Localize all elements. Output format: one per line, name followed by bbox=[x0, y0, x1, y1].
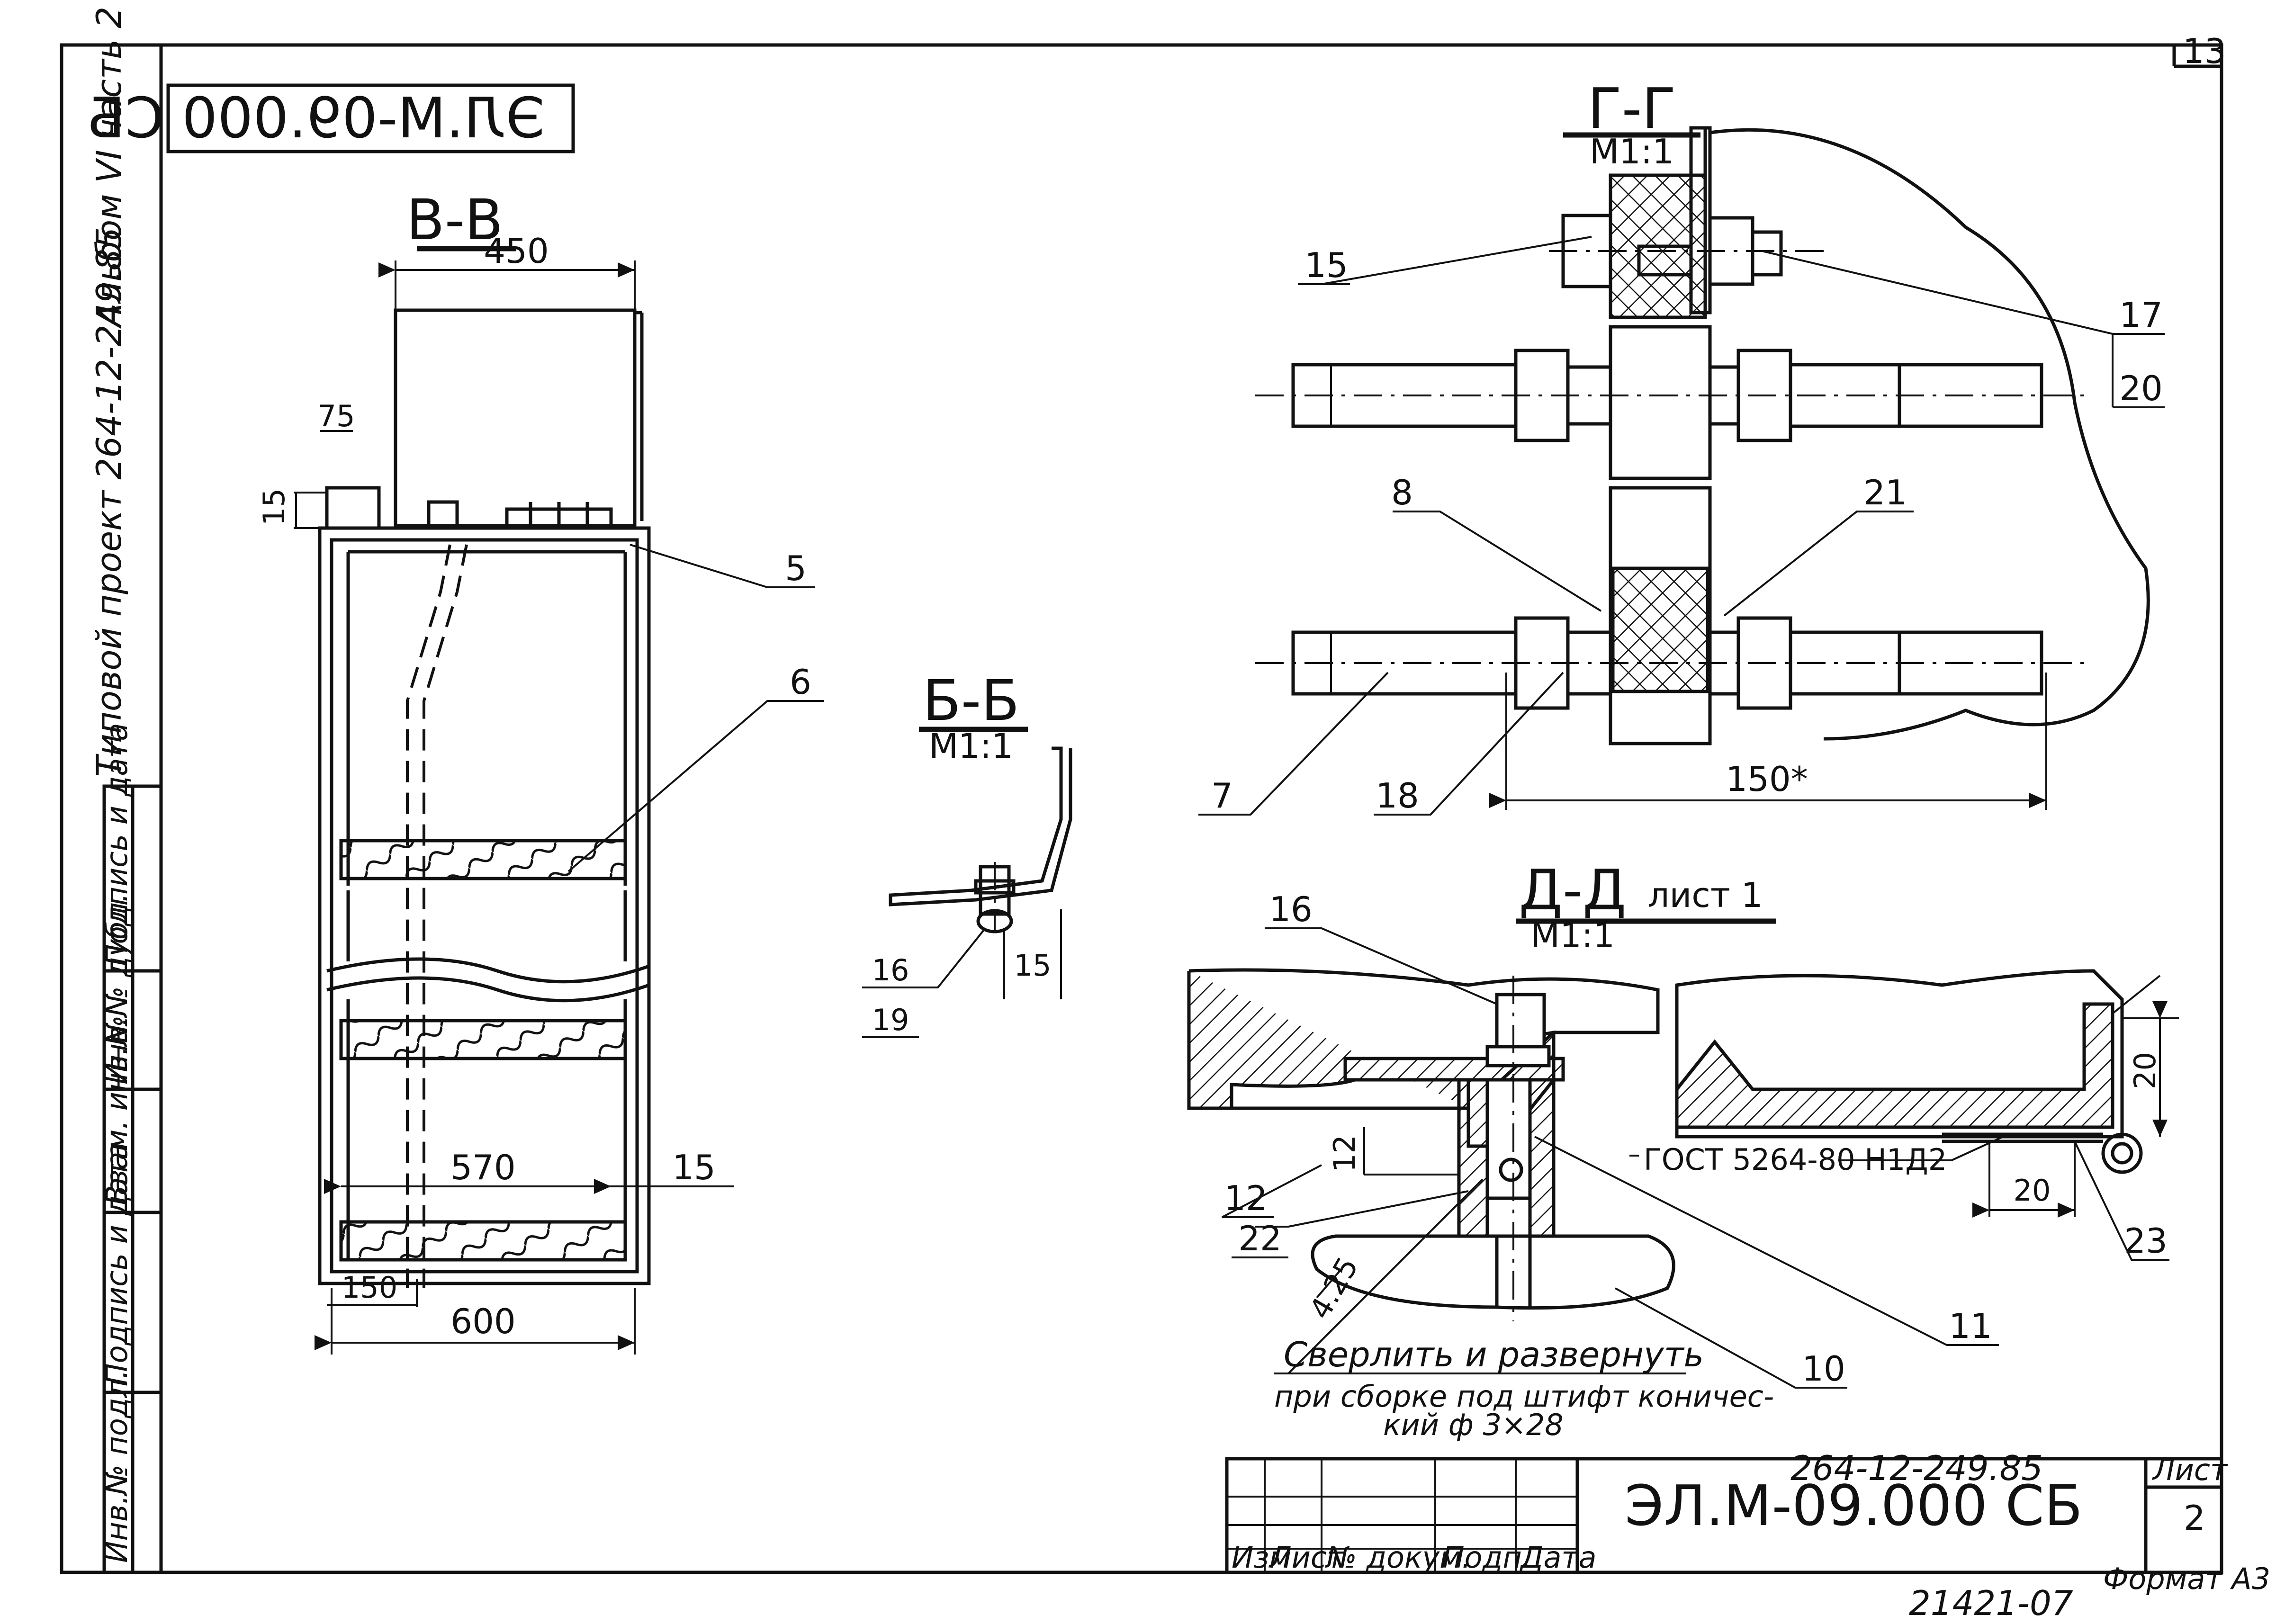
vv-dim-75: 75 bbox=[318, 399, 355, 433]
vv-dim-150: 150 bbox=[342, 1270, 397, 1305]
vv-wood-bar-1 bbox=[339, 839, 627, 880]
vv-dim-570: 570 bbox=[450, 1148, 515, 1187]
view-dd: Д-Д лист 1 М1:1 16 bbox=[1187, 857, 2179, 1442]
vv-wood-bar-3 bbox=[339, 1220, 627, 1262]
gg-callout-15: 15 bbox=[1304, 245, 1348, 285]
gg-dim-150: 150* bbox=[1726, 759, 1808, 799]
footer-inventory: 21421-07 bbox=[1909, 1583, 2073, 1622]
view-bb: Б-Б М1:1 15 16 19 bbox=[862, 668, 1072, 1038]
dd-callout-12: 12 bbox=[1224, 1178, 1268, 1218]
gg-callout-18: 18 bbox=[1376, 776, 1419, 816]
side-margin: Типовой проект 264-12-249.85 Альбом VI ч… bbox=[89, 7, 129, 777]
vv-dim-15-left: 15 bbox=[257, 488, 291, 526]
view-gg: Г-Г М1:1 15 17 20 bbox=[1198, 76, 2165, 816]
vv-dim-450: 450 bbox=[484, 231, 549, 271]
tb-sheet-label: Лист bbox=[2152, 1453, 2228, 1487]
view-vv: В-В 450 75 15 bbox=[257, 187, 824, 1355]
mirrored-stamp: ЭЛ.М-09.000 СБ bbox=[87, 83, 575, 153]
sheet-number: 13 bbox=[2183, 31, 2226, 71]
dd-dim-12: 12 bbox=[1327, 1135, 1362, 1172]
tb-sheet-value: 2 bbox=[2184, 1498, 2205, 1538]
gg-scale: М1:1 bbox=[1590, 132, 1674, 171]
stamp-label-4: Инв.№ дубл. bbox=[99, 893, 134, 1085]
vv-dim-15-right: 15 bbox=[672, 1148, 716, 1187]
bb-callout-19: 19 bbox=[872, 1003, 909, 1037]
mirrored-stamp-text: ЭЛ.М-09.000 СБ bbox=[87, 85, 545, 151]
vv-dim-600: 600 bbox=[450, 1301, 515, 1341]
dd-sheet-ref: лист 1 bbox=[1647, 875, 1763, 915]
bb-callout-16: 16 bbox=[872, 953, 909, 987]
dd-weld-note: ГОСТ 5264-80 Н1Д2 bbox=[1644, 1142, 1947, 1177]
left-stamp-column: Инв.№ подл. Подпись и дата Взам. инв.№ И… bbox=[99, 723, 163, 1574]
vv-callout-6: 6 bbox=[790, 662, 811, 702]
stamp-label-2: Подпись и дата bbox=[99, 1142, 134, 1385]
bb-scale: М1:1 bbox=[929, 726, 1013, 766]
dd-scale: М1:1 bbox=[1530, 915, 1615, 955]
gg-callout-7: 7 bbox=[1211, 776, 1233, 816]
stamp-label-3: Взам. инв.№ bbox=[99, 1015, 134, 1205]
gg-callout-21: 21 bbox=[1863, 473, 1907, 512]
tb-header-doc: № докум. bbox=[1325, 1540, 1471, 1575]
margin-album-text: Альбом VI часть 2 bbox=[89, 7, 129, 329]
gg-title: Г-Г bbox=[1588, 76, 1676, 141]
vv-wood-bar-2 bbox=[339, 1019, 627, 1060]
dd-title: Д-Д bbox=[1519, 857, 1627, 923]
dd-callout-16: 16 bbox=[1269, 889, 1313, 929]
tb-header-date: Дата bbox=[1519, 1540, 1597, 1575]
tb-doc-code: ЭЛ.М-09.000 СБ bbox=[1625, 1473, 2083, 1538]
dd-callout-10: 10 bbox=[1802, 1349, 1845, 1389]
dd-note-line-1: Сверлить и развернуть bbox=[1284, 1335, 1704, 1374]
tb-header-sign: Подп. bbox=[1442, 1540, 1531, 1575]
vv-title: В-В bbox=[406, 187, 503, 252]
stamp-label-1: Инв.№ подл. bbox=[99, 1370, 134, 1563]
title-block: Изм Лист № докум. Подп. Дата 264-12-249.… bbox=[1225, 1448, 2228, 1575]
stamp-label-5: Подпись и дата bbox=[99, 723, 134, 966]
footer-format: Формат А3 bbox=[2103, 1561, 2270, 1596]
gg-callout-20: 20 bbox=[2119, 368, 2163, 408]
tb-header-izm: Изм bbox=[1232, 1540, 1291, 1575]
tb-header-list: Лист bbox=[1268, 1540, 1345, 1575]
dd-callout-23: 23 bbox=[2124, 1221, 2168, 1261]
dd-callout-22: 22 bbox=[1238, 1219, 1282, 1258]
tb-project-code: 264-12-249.85 bbox=[1790, 1448, 2043, 1488]
bb-dim-15: 15 bbox=[1014, 948, 1052, 983]
gg-callout-8: 8 bbox=[1391, 473, 1413, 512]
dd-dim-20-vertical: 20 bbox=[2128, 1052, 2162, 1089]
dd-note-line-3: кий ф 3×28 bbox=[1383, 1408, 1564, 1442]
dd-callout-11: 11 bbox=[1949, 1306, 1992, 1346]
dd-dim-20-horizontal: 20 bbox=[2014, 1173, 2051, 1208]
gg-callout-17: 17 bbox=[2119, 295, 2163, 335]
margin-project-text: Типовой проект 264-12-249.85 bbox=[89, 227, 129, 777]
bb-title: Б-Б bbox=[923, 668, 1019, 733]
vv-callout-5: 5 bbox=[785, 548, 807, 588]
dd-note-line-2: при сборке под штифт коничес- bbox=[1274, 1379, 1774, 1414]
